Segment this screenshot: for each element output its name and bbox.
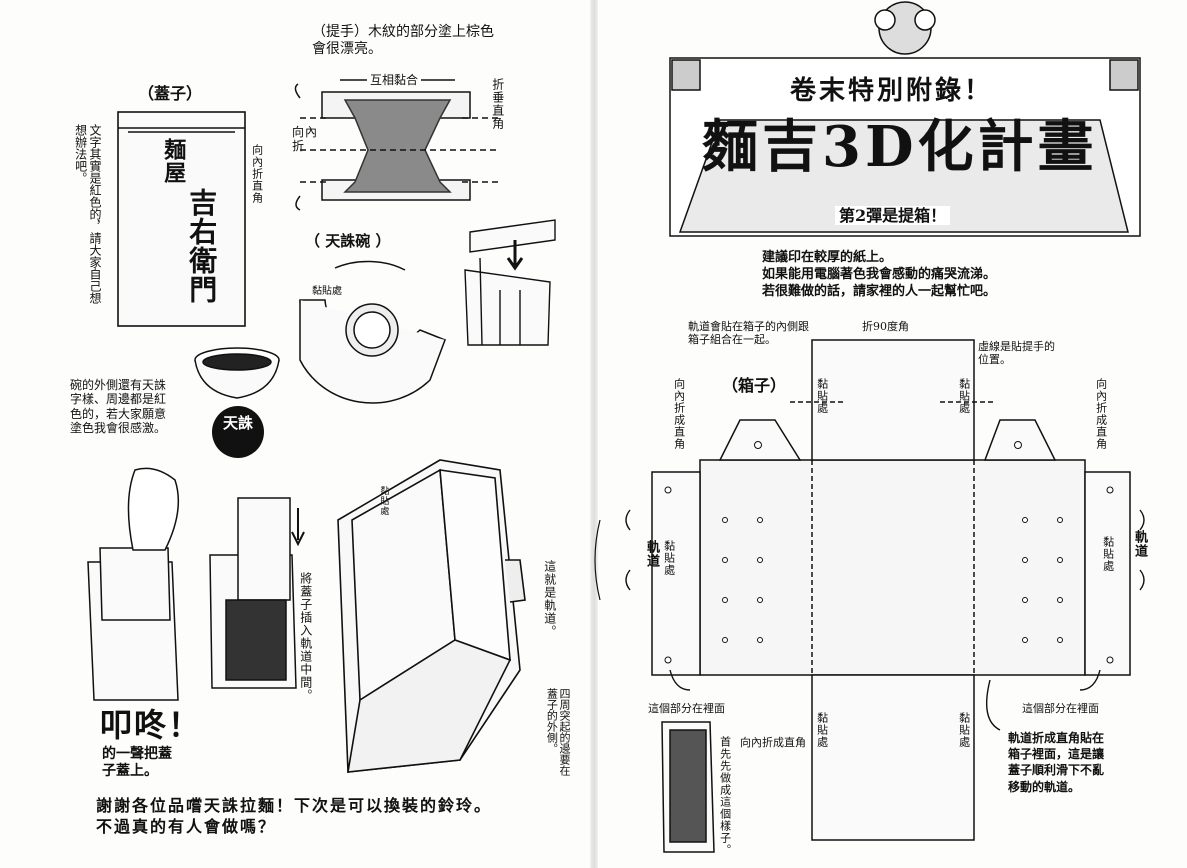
header-top: 卷末特別附錄！ [790,76,994,106]
lid-brand-small: 麺屋 [160,138,187,184]
fold-vertical-label: 折垂直角 [490,78,505,130]
box-assembly-small [464,219,556,346]
box-with-hand [87,467,180,701]
rail-right-label: 軌道 [1131,530,1147,558]
rail-glue-note: 軌道會貼在箱子的內側跟 箱子組合在一起。 [688,320,809,347]
glue-top-right: 黏貼處 [957,378,971,414]
intro-text: 建議印在較厚的紙上。 如果能用電腦著色我會感動的痛哭流涕。 若很難做的話，請家裡… [762,250,997,299]
bowl-note: 碗的外側還有天誅 字樣、周邊都是紅 色的，若大家願意 塗色我會很感激。 [70,378,167,436]
glue-top-left: 黏貼處 [815,378,829,414]
fold-inward-label: 向內折 [292,125,319,153]
fold-bottom-label: 向內折成直角 [740,736,806,749]
fold-left-label: 向內折成直角 [672,378,686,450]
box-lid-inserting [209,497,305,689]
sfx-text: 叩咚！ [100,706,203,744]
edges-note: 四周突起的邊要在蓋子的外側。 [545,688,571,776]
sfx-caption: 的一聲把蓋 子蓋上。 [102,746,172,779]
header-ornament [669,1,1141,237]
this-is-rail-note: 這就是軌道。 [542,560,557,638]
tenchu-logo: 天誅 [222,414,253,432]
lid-brand-big: 吉右衛門 [185,188,219,304]
fold-right-label: 向內折成直角 [1094,378,1108,450]
bowl-glue-label: 黏貼處 [312,286,342,297]
bowl-net [299,260,447,404]
tenchu-bowl-label: （ 天誅碗 ） [305,232,391,250]
bottom-note: 謝謝各位品嚐天誅拉麵！下次是可以換裝的鈴玲。 不過真的有人會做嗎？ [96,796,493,836]
lid-label: （蓋子） [138,84,203,103]
handle-note: （提手）木紋的部分塗上棕色 會很漂亮。 [312,24,494,57]
fold-90-label: 折90度角 [862,320,909,333]
rail-left-label: 軌道 [643,540,659,568]
box-net [651,339,1131,841]
dashed-note: 虛線是貼提手的 位置。 [978,340,1055,367]
header-subtitle: 第2彈是提箱！ [835,206,951,226]
fold-inward-right-angle: 向內折直角 [250,144,264,204]
glue-bottom-right: 黏貼處 [957,712,971,748]
box-label: （箱子） [722,376,787,395]
glue-left-tab: 黏貼處 [662,540,676,576]
box-assembly-large [337,459,526,773]
mini-box [661,721,715,853]
large-box-glue-label: 黏貼處 [378,486,389,516]
glue-right-tab: 黏貼處 [1101,536,1115,572]
glue-each-other-label: 互相黏合 [367,73,422,88]
lid-diagram [117,111,246,327]
rivet-holes [664,441,1114,664]
tenchu-logo-bg [212,406,264,458]
pointer-arrows [594,509,1145,731]
header-title: 麵吉3D化計畫 [702,114,1098,180]
lid-text-note: 文字其實是紅色的，請大家自己想想辦法吧。 [73,124,102,304]
rail-final-note: 軌道折成直角貼在 箱子裡面，這是讓 蓋子順利滑下不亂 移動的軌道。 [1008,731,1105,794]
bowl-3d [194,347,280,399]
page-gutter [590,0,598,868]
glue-bottom-left: 黏貼處 [815,712,829,748]
handle-diagram [294,79,500,211]
insert-lid-note: 將蓋子插入軌道中間。 [298,572,313,702]
first-note: 首先先做成這個樣子。 [718,736,732,856]
inside-left-note: 這個部分在裡面 [648,702,725,715]
inside-right-note: 這個部分在裡面 [1022,702,1099,715]
